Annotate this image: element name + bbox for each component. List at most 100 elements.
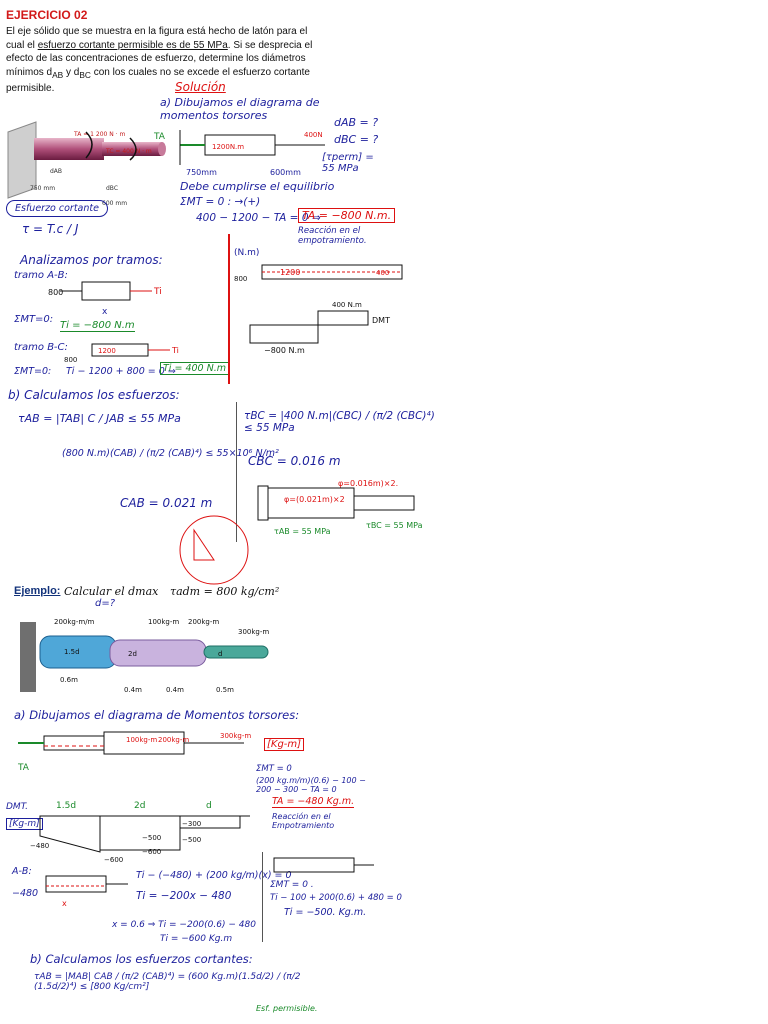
result-wall (257, 485, 269, 521)
stress-circle-shape (179, 515, 249, 585)
ex-fbd-300: 300kg-m (220, 732, 251, 740)
fig-len2: 600 mm (102, 200, 127, 207)
ex-ab-eq2: Ti = −200x − 480 (136, 890, 232, 902)
fbd-750: 750mm (186, 168, 217, 177)
example-section-bc (109, 639, 207, 667)
example-reaction: Reacción en el Empotramiento (272, 812, 335, 830)
tramo-ab-800: 800 (48, 288, 63, 297)
stress-circle (179, 515, 249, 585)
shear-box-label: Esfuerzo cortante (6, 200, 108, 217)
exercise-statement: El eje sólido que se muestra en la figur… (6, 25, 316, 96)
load-3: 300kg-m (238, 628, 269, 636)
ex-dmt: DMT. (6, 802, 28, 812)
example-ta: TA = −480 Kg.m. (272, 796, 355, 808)
tramos-heading: Analizamos por tramos: (20, 253, 163, 267)
ex-rt-sum: ΣMT = 0 . (270, 880, 314, 890)
ta-result: TA = −800 N.m. (298, 208, 396, 223)
dmt1-400nm: 400 N.m (332, 301, 362, 309)
dmt1-neg-rect (249, 324, 319, 344)
example-label: Ejemplo: (14, 585, 61, 597)
ti-ab: Ti = −800 N.m (60, 320, 135, 332)
shaft-section-bc (102, 142, 162, 156)
tau-ab-lbl: τAB = 55 MPa (274, 527, 331, 536)
ex-rt-fbd (273, 857, 374, 873)
shaft-section-ab (34, 138, 104, 160)
tau-perm: [τperm] = 55 MPa (322, 152, 374, 174)
statement-underlined: esfuerzo cortante permisible es de 55 MP… (37, 39, 228, 51)
eq-ta: 400 − 1200 − TA = 0 ⇒ (196, 212, 321, 224)
ex-dmt-ab (39, 815, 101, 853)
diam-0: 1.5d (64, 648, 80, 656)
ex-ab-title: A-B: (12, 866, 32, 877)
fbd-600: 600mm (270, 168, 301, 177)
fig-ta-label: TA = 1 200 N · m (73, 131, 125, 138)
example-dq: d=? (95, 598, 116, 609)
shaft-figure: TA = 1 200 N · m TC = 400 N · m dAB dBC … (7, 121, 166, 207)
ex-dmt-d0: 1.5d (56, 801, 76, 811)
dmt1-label: DMT (372, 316, 390, 325)
load-1: 100kg-m (148, 618, 179, 626)
tramo-bc-1200: 1200 (98, 347, 116, 355)
ex-ab-eq3: x = 0.6 ⇒ Ti = −200(0.6) − 480 (112, 920, 256, 930)
load-2: 200kg-m (188, 618, 219, 626)
phi-bc: φ=0.016m)×2. (338, 480, 398, 488)
tramo-ab-rect (81, 281, 131, 301)
ex-fbd-200: 200kg-m (158, 736, 189, 744)
statement-post: . Si se desprecia el efecto de las conce… (6, 39, 313, 78)
ex-dmt-v0: −480 (30, 842, 49, 850)
divider-ex (262, 852, 263, 942)
example-wall (20, 622, 36, 692)
tramo-ab: tramo A-B: (14, 270, 68, 281)
tramo-ab-fbd: 800 Ti x (48, 281, 162, 317)
ex-fbd-100: 100kg-m (126, 736, 157, 744)
ex-ab-m480: −480 (12, 888, 39, 899)
stress-triangle (193, 528, 215, 561)
ex-dmt-v3: −300 (182, 820, 201, 828)
ti-bc-eq: Ti − 1200 + 800 = 0 ⇒ (66, 366, 176, 377)
example-shaft: 200kg-m/m 100kg-m 200kg-m 300kg-m 1.5d 2… (20, 618, 269, 694)
fig-dab: dAB (50, 168, 62, 175)
tramo-bc-ti: Ti (171, 346, 179, 355)
ex-dmt-bc (99, 815, 181, 851)
fig-tc-label: TC = 400 N · m (105, 148, 152, 155)
tramo-ab-ti: Ti (153, 287, 162, 297)
ex-ab-eq4: Ti = −600 Kg.m (160, 934, 233, 944)
dim-0: 0.6m (60, 676, 78, 684)
fig-len1: 750 mm (30, 185, 55, 192)
torque-arrow-c (129, 137, 137, 161)
ex-dmt-d1: 2d (134, 801, 145, 811)
reaction-note: Reacción en el empotramiento. (298, 226, 367, 246)
example-tau: τadm = 800 kg/cm² (170, 585, 280, 598)
phi-ab: φ=(0.021m)×2 (284, 495, 345, 504)
tramo-bc: tramo B-C: (14, 342, 68, 353)
step-a-label: a) Dibujamos el diagrama de momentos tor… (160, 96, 320, 122)
ex-dmt-diagram: −480 −600 −500 −300 −500 −600 1.5d 2d d (30, 801, 250, 864)
divider-b (236, 402, 237, 542)
statement-end: con los cuales no se excede el esfuerzo … (6, 66, 310, 95)
ex-ab-fbd: x (45, 875, 128, 908)
example-step-a: a) Dibujamos el diagrama de Momentos tor… (14, 708, 300, 722)
cab-result: CAB = 0.021 m (120, 496, 213, 510)
ex-dmt-v5: −600 (142, 848, 161, 856)
sum-bc: ΣMT=0: (14, 366, 52, 377)
sum-ab: ΣMT=0: (14, 314, 54, 325)
tau-ab-formula-2: (800 N.m)(CAB) / (π/2 (CAB)⁴) ≤ 55×10⁶ N… (62, 448, 279, 459)
load-0: 200kg-m/m (54, 618, 95, 626)
ex-ab-x: x (62, 899, 67, 908)
example-section-de (203, 645, 269, 659)
solution-heading: Solución (175, 80, 226, 94)
statement-pre: El eje sólido que se muestra en la figur… (6, 26, 308, 51)
tau-bc-formula: τBC = |400 N.m|(CBC) / (π/2 (CBC)⁴) ≤ 55… (244, 410, 435, 434)
sum-moment: ΣMT = 0 : →(+) (180, 196, 261, 208)
shaft-end (158, 142, 166, 156)
fbd-400: 400N (304, 131, 323, 139)
ex-dmt-v2: −500 (142, 834, 161, 842)
ex-dmt-de (179, 815, 241, 829)
tramo-bc-800: 800 (64, 356, 77, 364)
dim-2: 0.4m (166, 686, 184, 694)
step-b: b) Calculamos los esfuerzos: (8, 388, 180, 402)
fbd-1200: 1200N.m (212, 143, 244, 151)
ex-rt-eq: Ti − 100 + 200(0.6) + 480 = 0 (270, 893, 402, 903)
ex-fbd-ab (43, 735, 105, 751)
ex-fbd-ta-label: TA (17, 763, 30, 773)
